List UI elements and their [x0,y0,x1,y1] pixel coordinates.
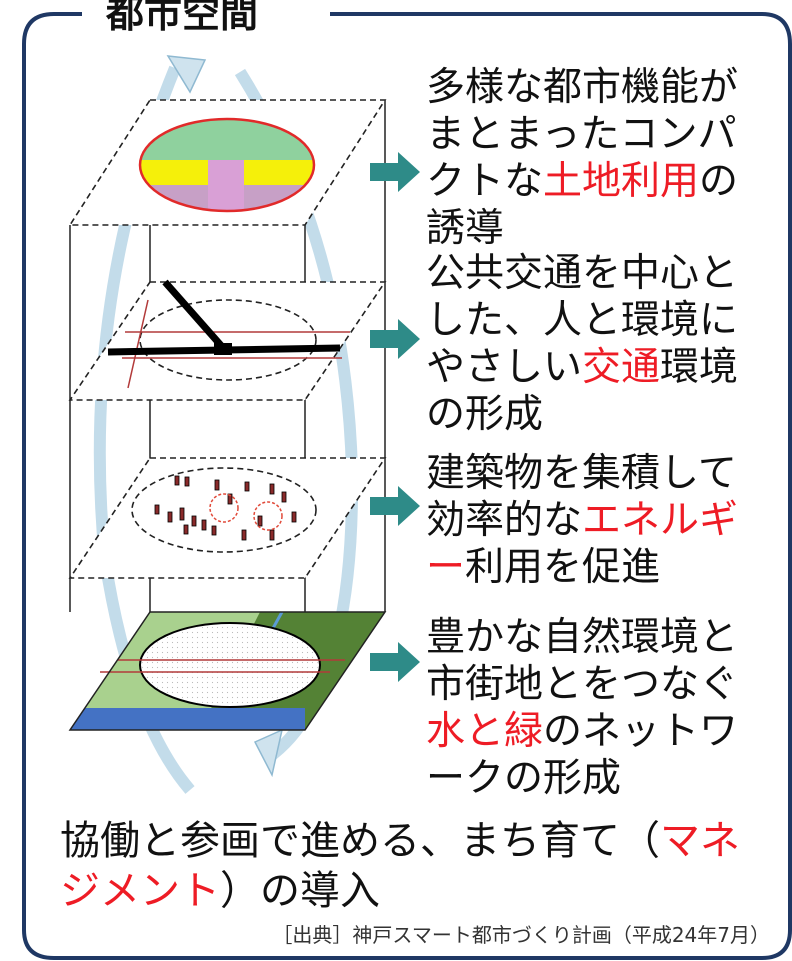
arrow-energy [370,486,420,526]
highlight-text: マネ [660,818,740,864]
text-segment: 公共交通を中心と [426,251,739,296]
desc-transport: 公共交通を中心とした、人と環境にやさしい交通環境の形成 [426,250,738,438]
text-segment: 豊かな自然環境と [426,615,739,660]
footer-text: 協働と参画で進める、まち育て（マネジメント）の導入 [60,816,740,916]
text-segment: 建築物を集積して [426,451,737,496]
text-segment: 利用を促進 [465,545,661,590]
text-segment: の形成 [426,392,544,437]
layer-energy [68,457,387,579]
text-segment: のネットワ [543,709,739,754]
panel-title: 都市空間 [92,0,273,34]
text-segment: 協働と参画で進める、まち育て（ [60,818,660,864]
text-segment: 効率的な [426,498,583,543]
arrow-transport [370,319,420,359]
text-segment: ）の導入 [220,868,380,914]
arrow-green-network [370,642,420,682]
circulation-arrowhead-top [166,55,207,94]
arrow-land-use [370,152,420,192]
desc-land-use: 多様な都市機能がまとまったコンパクトな土地利用の誘導 [426,64,738,252]
layer-transport [68,279,387,401]
text-segment: の [699,159,739,204]
text-segment: やさしい [426,345,583,390]
highlight-text: 土地利用 [543,159,700,204]
text-segment: 環境 [660,345,739,390]
panel-border [22,12,792,960]
buildings [154,475,297,541]
text-segment: ークの形成 [426,756,622,801]
text-segment: 誘導 [426,206,505,251]
highlight-text: ジメント [60,868,220,914]
source-citation: ［出典］神戸スマート都市づくり計画（平成24年7月） [272,923,770,947]
layer-green-network [68,611,387,731]
text-segment: まとまったコンパ [426,112,737,157]
highlight-text: 水と緑 [426,709,544,754]
circulation-arrowhead-bottom [253,728,284,778]
text-segment: した、人と環境に [426,298,739,343]
highlight-text: 交通 [582,345,661,390]
desc-energy: 建築物を集積して効率的なエネルギー利用を促進 [426,450,738,591]
highlight-text: ー [426,545,466,590]
text-segment: クトな [426,159,544,204]
text-segment: 多様な都市機能が [426,65,739,110]
desc-green-network: 豊かな自然環境と市街地とをつなぐ水と緑のネットワークの形成 [426,614,738,802]
layer-land-use [68,99,387,226]
text-segment: 市街地とをつなぐ [426,662,739,707]
highlight-text: エネルギ [582,498,739,543]
energy-clusters [209,493,283,531]
